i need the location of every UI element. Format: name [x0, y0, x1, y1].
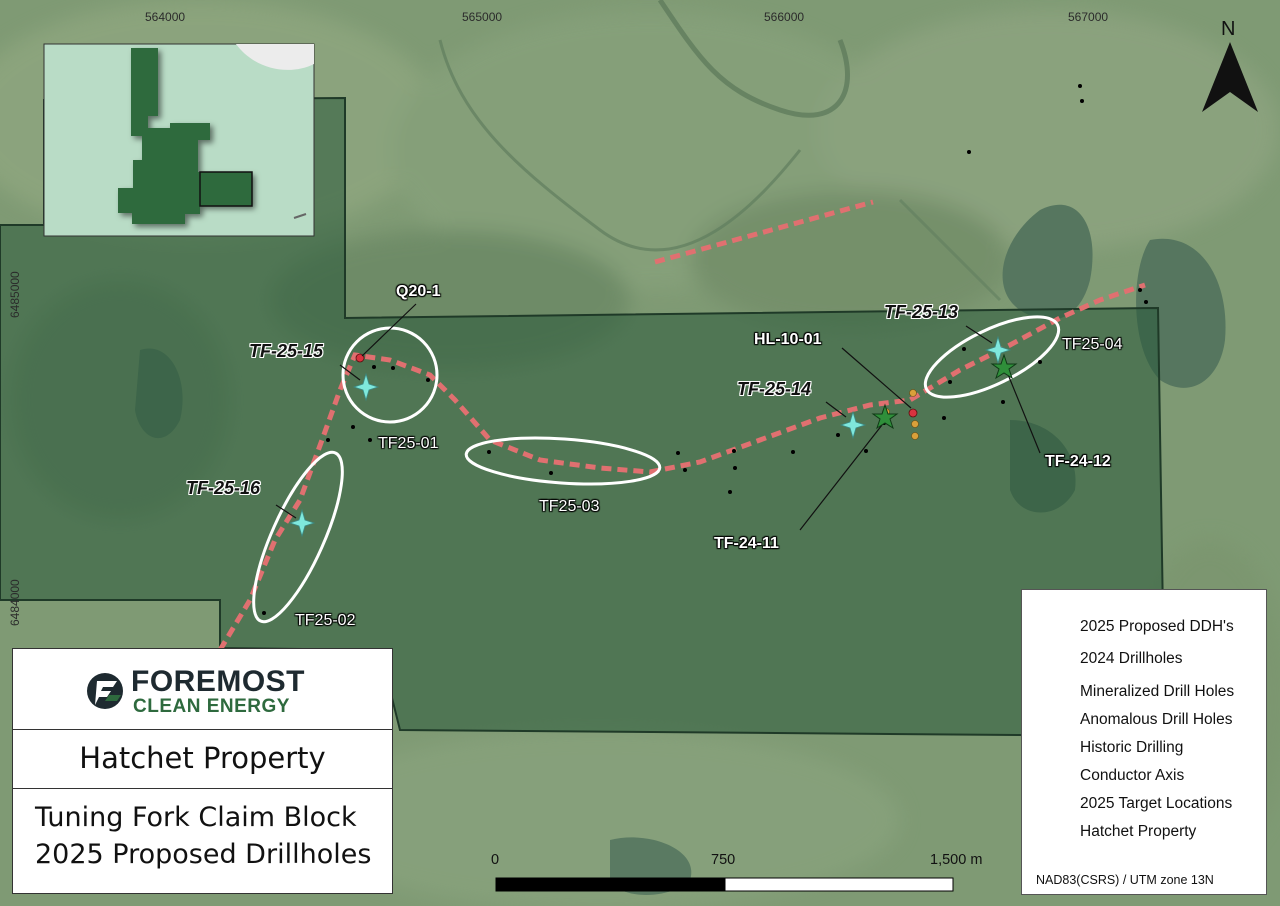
label-tf-25-14: TF-25-14 [737, 379, 812, 399]
tf-25-13-star [984, 335, 1012, 365]
label-tf-25-15: TF-25-15 [249, 341, 324, 361]
target-locations [252, 315, 1061, 624]
label-leaders [275, 303, 1041, 531]
target-ellipse-tf25-02 [252, 450, 344, 624]
proposed-ddh-2025 [288, 335, 1012, 538]
tf-24-12-star [990, 353, 1018, 380]
tf-25-16-star [288, 508, 316, 538]
tf-25-14-star [839, 410, 867, 440]
logo-word-clean-energy: CLEAN ENERGY [133, 696, 290, 717]
coord-left-6485000: 6485000 [8, 271, 22, 318]
label-hl-10-01: HL-10-01 [754, 331, 822, 348]
label-q20-1: Q20-1 [396, 283, 441, 300]
tf-25-15-star [352, 372, 380, 402]
coord-top-566000: 566000 [764, 10, 805, 24]
company-logo: FOREMOST CLEAN ENERGY [13, 649, 392, 730]
subtitle-line-2: 2025 Proposed Drillholes [35, 839, 372, 870]
property-title: Hatchet Property [13, 729, 392, 789]
scale-label-0: 0 [491, 852, 500, 868]
legend-label: Conductor Axis [1080, 767, 1185, 784]
legend: 2025 Proposed DDH's 2024 Drillholes Mine… [1021, 589, 1267, 895]
label-tf25-03: TF25-03 [539, 498, 600, 515]
target-ellipse-tf25-03 [464, 436, 662, 486]
coord-top-567000: 567000 [1068, 10, 1109, 24]
legend-item: Mineralized Drill Holes [1032, 679, 1264, 703]
label-tf25-01: TF25-01 [378, 435, 439, 452]
label-tf25-02: TF25-02 [295, 612, 356, 629]
anomalous-drill-holes [882, 389, 919, 440]
legend-label: 2025 Target Locations [1080, 795, 1233, 812]
title-box: FOREMOST CLEAN ENERGY Hatchet Property T… [12, 648, 393, 894]
legend-label: Mineralized Drill Holes [1080, 683, 1235, 700]
north-arrow-icon [1202, 42, 1258, 112]
label-tf-24-11: TF-24-11 [714, 535, 779, 552]
logo-word-foremost: FOREMOST [131, 665, 305, 698]
legend-item: Anomalous Drill Holes [1032, 707, 1264, 731]
inset-map [43, 43, 315, 237]
legend-label: Historic Drilling [1080, 739, 1184, 756]
subtitle-line-1: Tuning Fork Claim Block [35, 802, 357, 833]
tf-24-11-star [871, 403, 899, 430]
coord-top-565000: 565000 [462, 10, 503, 24]
scale-label-750: 750 [711, 852, 736, 868]
drillholes-2024 [871, 353, 1018, 430]
north-label: N [1221, 18, 1236, 40]
legend-item: 2025 Target Locations [1032, 791, 1264, 815]
conductor-axis [217, 199, 1146, 652]
scale-bar [495, 877, 954, 892]
coord-left-6484000: 6484000 [8, 579, 22, 626]
label-tf-25-13: TF-25-13 [884, 302, 959, 322]
scale-label-1500: 1,500 m [930, 852, 983, 868]
target-ellipse-tf25-01 [341, 326, 439, 424]
legend-item: Historic Drilling [1032, 735, 1264, 759]
label-tf-24-12: TF-24-12 [1045, 453, 1111, 470]
label-tf-25-16: TF-25-16 [186, 478, 261, 498]
crs-label: NAD83(CSRS) / UTM zone 13N [1036, 873, 1214, 887]
target-ellipse-tf25-04 [923, 315, 1061, 399]
legend-label: Hatchet Property [1080, 823, 1197, 840]
legend-item: Hatchet Property [1032, 819, 1264, 843]
legend-label: Anomalous Drill Holes [1080, 711, 1233, 728]
legend-item: 2024 Drillholes [1032, 646, 1264, 670]
historic-drilling [262, 84, 1148, 615]
foremost-logo-icon [87, 673, 123, 709]
coord-top-564000: 564000 [145, 10, 186, 24]
legend-item: 2025 Proposed DDH's [1032, 614, 1264, 638]
legend-label: 2024 Drillholes [1080, 650, 1183, 667]
label-tf25-04: TF25-04 [1062, 336, 1123, 353]
legend-item: Conductor Axis [1032, 763, 1264, 787]
legend-label: 2025 Proposed DDH's [1080, 618, 1234, 635]
